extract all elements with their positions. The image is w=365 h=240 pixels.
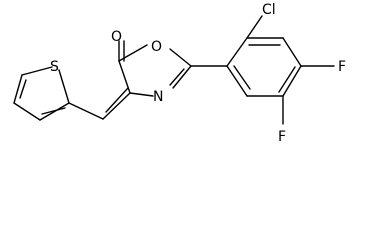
methylidene-bridge [68, 87, 131, 120]
bond-c5-o1 [118, 44, 148, 62]
atom-label-n: N [153, 89, 163, 105]
bond-ring-1 [226, 37, 248, 67]
atom-label-s: S [50, 59, 59, 75]
bond-o1-c2 [169, 48, 192, 67]
bond-c3-c4 [13, 102, 41, 121]
bond-c2-ch [68, 102, 104, 120]
bond-ring-4 [282, 65, 302, 97]
bond-c4-c5 [13, 74, 23, 104]
bond-c4-c5 [118, 60, 131, 94]
bond-c2-n3 [172, 65, 192, 89]
atom-label-cl: Cl [262, 2, 276, 18]
bond-ring-6 [226, 65, 248, 97]
molecule-svg: O O N S Cl F F [13, 2, 346, 145]
bond-s-c2 [58, 69, 70, 104]
bond-ch-c4-double [105, 87, 129, 113]
oxazolone-ring [118, 40, 192, 97]
atom-label-o-ring: O [151, 39, 162, 55]
bond-n3-c4 [129, 92, 154, 97]
phenyl-ring [190, 15, 335, 125]
bond-c5-s [21, 66, 53, 76]
bond-c2-c3-double [41, 107, 66, 115]
bond-ch-c4 [102, 92, 131, 120]
bond-c2-n3-double [169, 68, 185, 86]
bond-ring-6-double [233, 65, 251, 90]
atom-label-f5: F [278, 129, 286, 145]
bond-ring-3 [282, 37, 302, 67]
bond-ring-4-double [278, 66, 296, 93]
structure-diagram: O O N S Cl F F [13, 2, 346, 145]
atom-label-f4: F [338, 59, 346, 75]
atom-label-o-carbonyl: O [111, 29, 122, 45]
thiophene-ring [13, 66, 70, 121]
bond-c-cl [246, 15, 263, 39]
bond-c2-c3 [39, 102, 70, 121]
bond-c4-c5-double [19, 79, 27, 99]
